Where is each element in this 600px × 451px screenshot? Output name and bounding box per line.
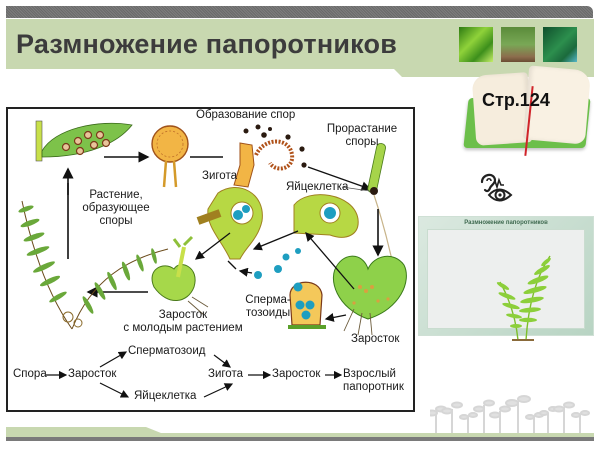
- label-plant-line1: Растение,: [89, 189, 143, 201]
- label-prothallus: Заросток: [351, 333, 400, 345]
- fern-plant-icon: [496, 255, 551, 341]
- label-spore-germination-line2: споры: [345, 136, 379, 148]
- flow-prothallus-1: Заросток: [68, 368, 117, 380]
- label-prothallus-young-line1: Заросток: [158, 309, 208, 321]
- label-prothallus-young-line2: с молодым растением: [123, 322, 243, 334]
- life-cycle-illustration: [18, 120, 407, 398]
- label-spore-formation: Образование спор: [196, 109, 296, 121]
- label-prothallus-young-plant: Заросток с молодым растением: [118, 309, 248, 335]
- sporangium-icon: [151, 125, 189, 188]
- textbook-page-reference[interactable]: Стр.124: [463, 65, 596, 156]
- fern-life-cycle-diagram: Образование спор Прорастание споры Зигот…: [6, 107, 415, 412]
- label-sperm: Сперма- тозоиды: [240, 294, 296, 320]
- horsetail-photo: [501, 27, 535, 62]
- adult-fern-icon: [18, 200, 169, 330]
- header-stripe: [6, 6, 593, 18]
- label-egg-cell: Яйцеклетка: [286, 181, 349, 193]
- flow-spore: Спора: [13, 368, 47, 380]
- title-bar: Размножение папоротников: [6, 19, 594, 69]
- label-spore-germination: Прорастание споры: [322, 123, 402, 149]
- fern-forest-photo: [543, 27, 577, 62]
- spore-release-icon: [233, 124, 307, 188]
- label-spore-producing-plant: Растение, образующее споры: [76, 189, 156, 228]
- seedlings-decoration-icon: [430, 395, 590, 435]
- preview-canvas: [427, 229, 585, 341]
- leaf-with-sori-icon: [35, 120, 133, 162]
- egg-cell-structure-icon: [293, 194, 359, 238]
- fern-leaf-photo: [459, 27, 493, 62]
- header-thumbnails: [459, 27, 577, 62]
- flow-prothallus-2: Заросток: [272, 368, 321, 380]
- preview-title: Размножение папоротников: [464, 220, 548, 226]
- page-ref-label: Стр.124: [482, 90, 550, 110]
- flow-adult-line2: папоротник: [343, 381, 404, 393]
- flow-zygote: Зигота: [208, 368, 243, 380]
- label-sperm-line1: Сперма-: [245, 294, 291, 306]
- archegonium-icon: [196, 187, 263, 260]
- label-zygote: Зигота: [202, 170, 237, 182]
- young-sporophyte-icon: [151, 235, 209, 316]
- antheridium-icon: [288, 281, 326, 329]
- flow-egg: Яйцеклетка: [134, 390, 197, 402]
- flow-sperm: Сперматозоид: [128, 345, 206, 357]
- page-title: Размножение папоротников: [16, 29, 398, 59]
- label-plant-line3: споры: [99, 215, 133, 227]
- flow-adult-fern: Взрослый папоротник: [343, 368, 404, 394]
- ear-eye-icon[interactable]: [478, 168, 514, 204]
- label-spore-germination-line1: Прорастание: [326, 123, 398, 135]
- flow-adult-line1: Взрослый: [343, 368, 396, 380]
- sperm-cells-icon: [254, 248, 301, 279]
- label-plant-line2: образующее: [82, 202, 150, 214]
- label-sperm-line2: тозоиды: [245, 307, 291, 319]
- footer-gray-bar: [6, 437, 594, 441]
- slide-preview[interactable]: Размножение папоротников: [418, 216, 594, 341]
- prothallus-icon: [333, 255, 407, 336]
